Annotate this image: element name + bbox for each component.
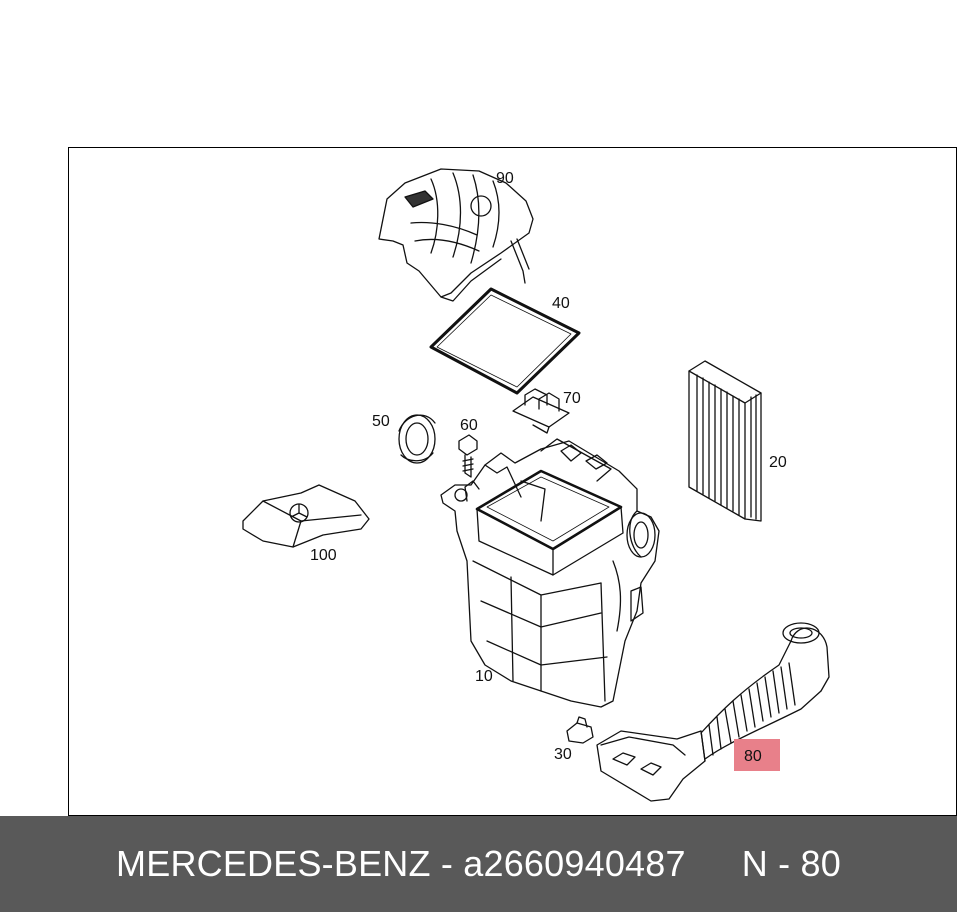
part-100-cover-plate xyxy=(242,484,370,548)
part-20-filter-element xyxy=(688,360,762,522)
part-30-grommet xyxy=(566,716,594,744)
part-70-clip xyxy=(512,388,570,434)
callout-60: 60 xyxy=(460,417,478,434)
callout-40: 40 xyxy=(552,295,570,312)
footer-bar: MERCEDES-BENZ - a2660940487 N - 80 xyxy=(0,816,957,912)
part-60-bolt xyxy=(458,434,478,478)
callout-10: 10 xyxy=(475,668,493,685)
part-80-intake-hose xyxy=(596,622,830,802)
part-90-engine-cover xyxy=(378,168,534,302)
part-number-text: MERCEDES-BENZ - a2660940487 xyxy=(116,843,686,884)
callout-100: 100 xyxy=(310,547,337,564)
callout-20: 20 xyxy=(769,454,787,471)
parts-diagram: 90 40 70 50 60 20 100 10 30 80 xyxy=(242,168,830,802)
callout-80-highlight xyxy=(734,739,780,771)
part-40-gasket xyxy=(429,287,581,395)
callout-30: 30 xyxy=(554,746,572,763)
part-10-filter-housing xyxy=(440,438,660,708)
callout-50: 50 xyxy=(372,413,390,430)
callout-80: 80 xyxy=(744,748,762,765)
position-number-text: N - 80 xyxy=(741,843,841,884)
part-50-seal-ring xyxy=(398,414,436,464)
callout-70: 70 xyxy=(563,390,581,407)
callout-90: 90 xyxy=(496,170,514,187)
diagram-frame: 90 40 70 50 60 20 100 10 30 80 xyxy=(68,147,957,816)
